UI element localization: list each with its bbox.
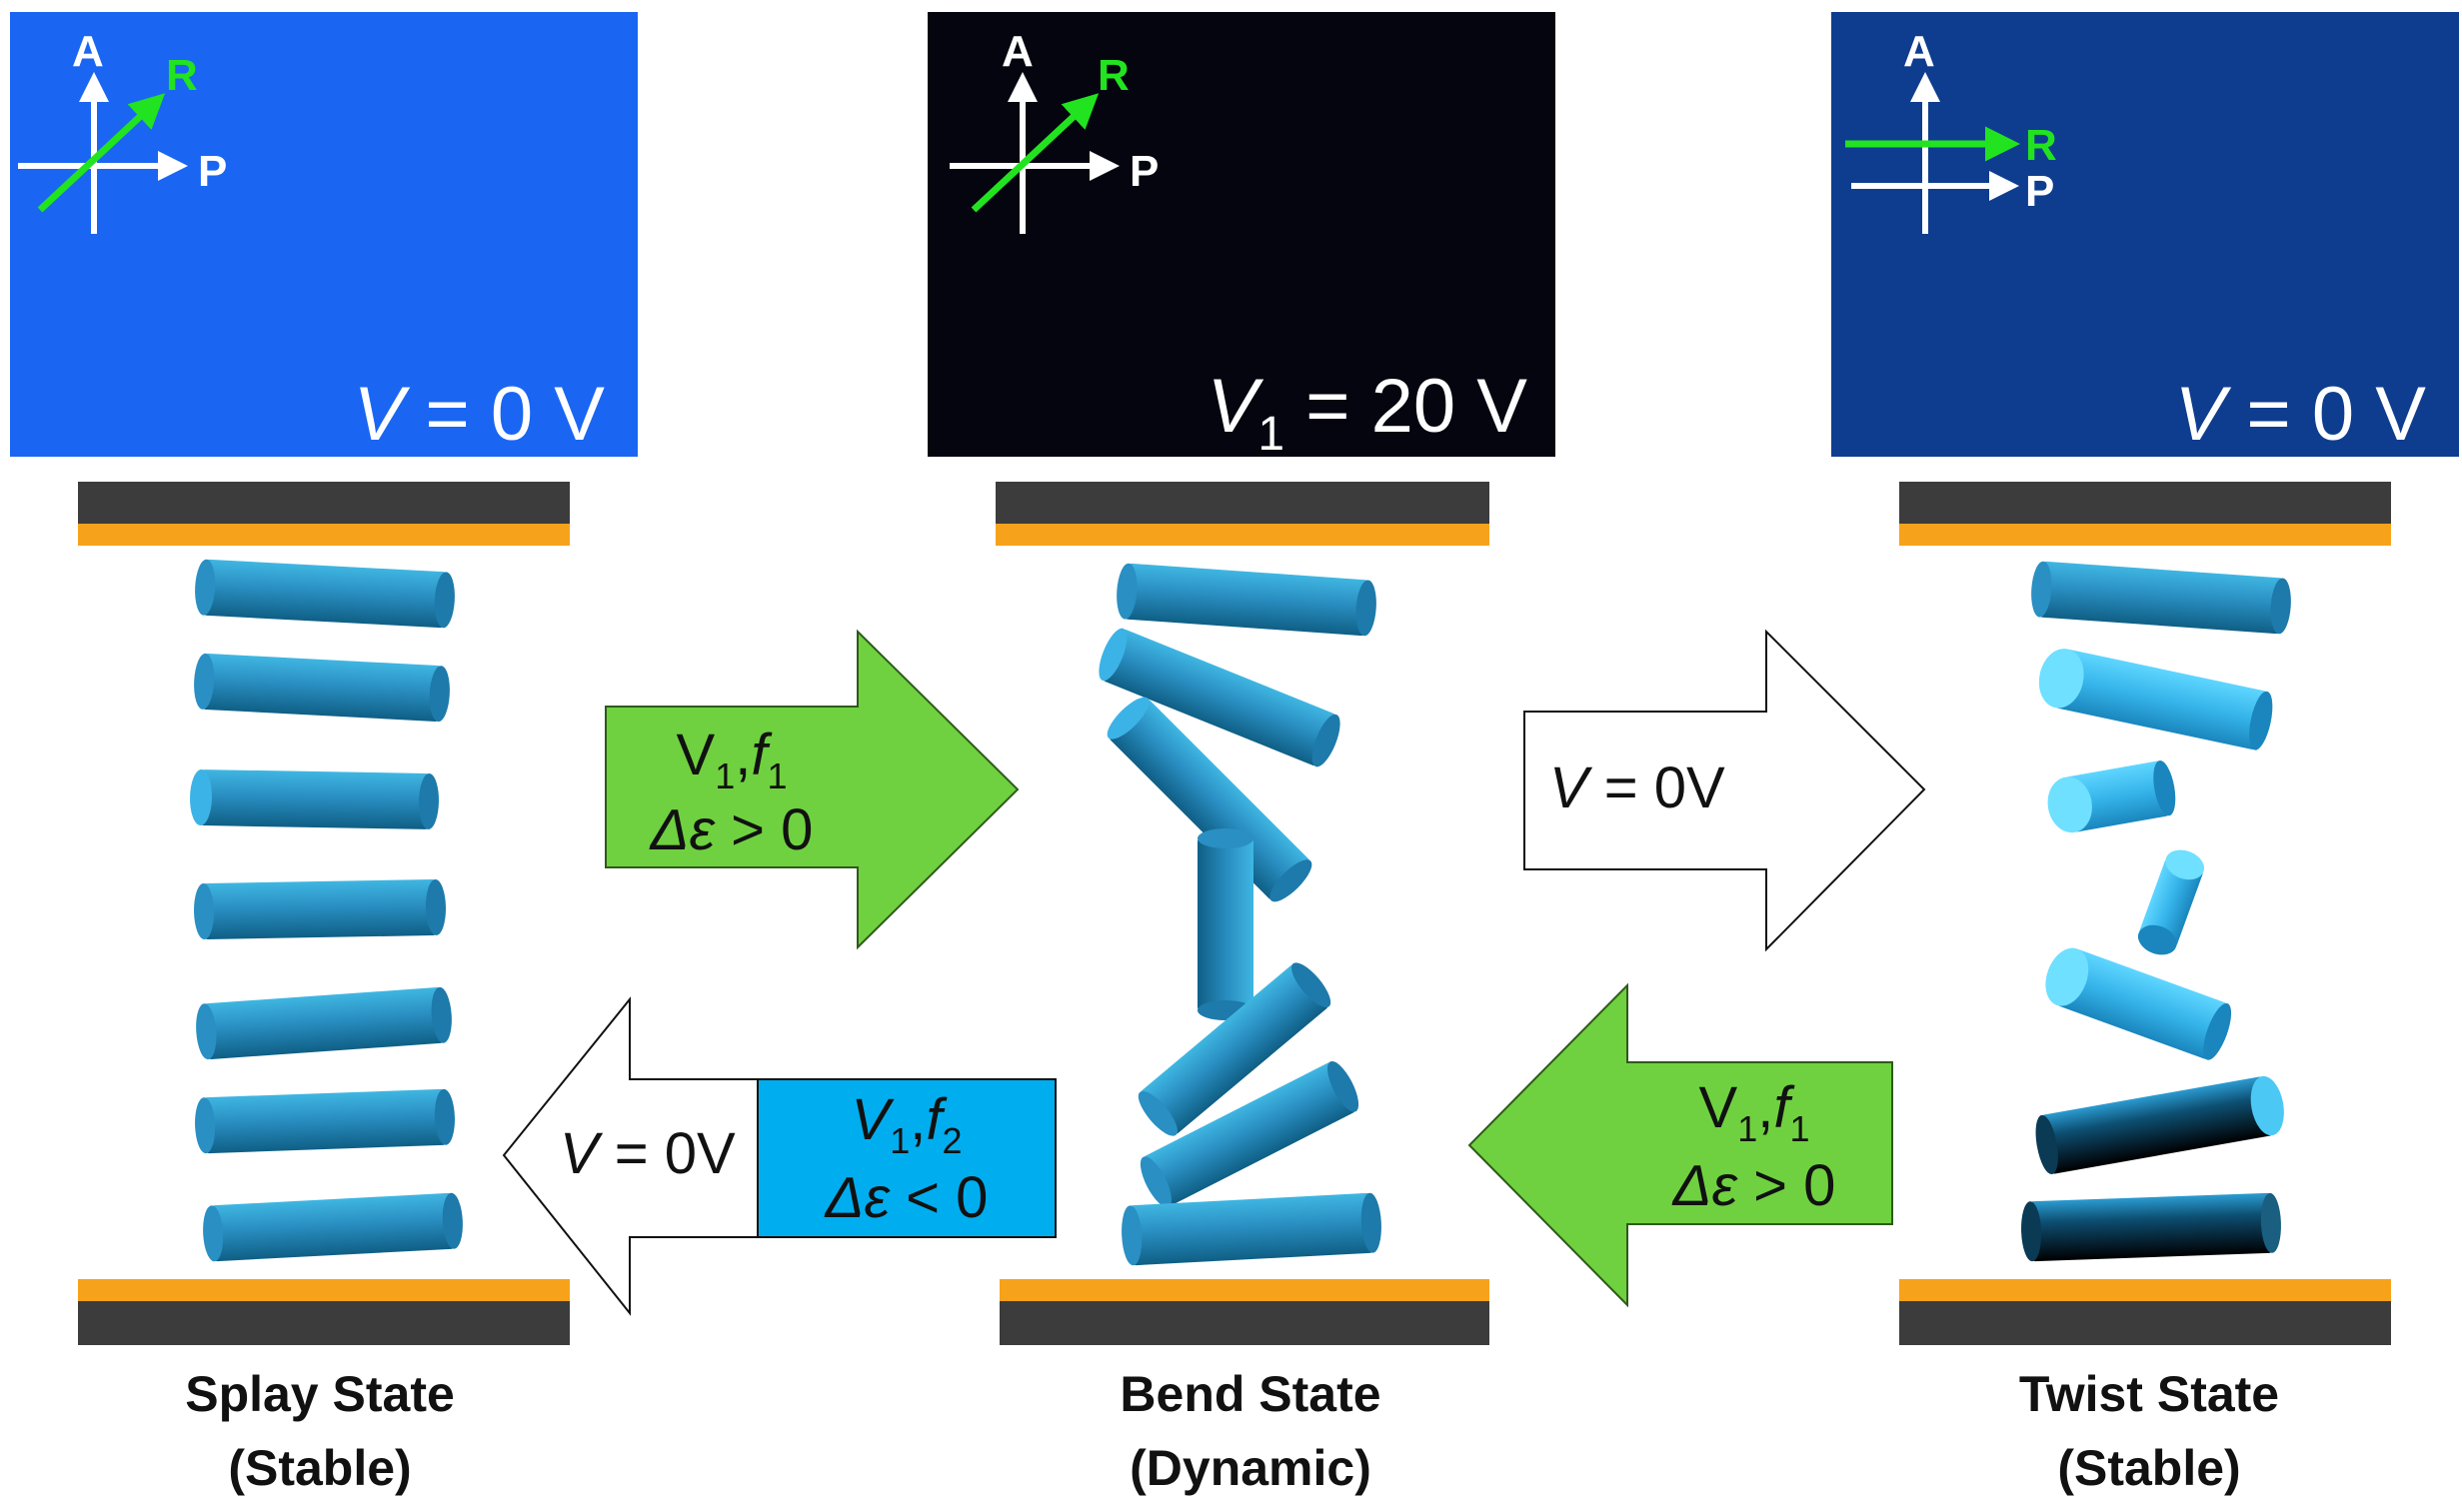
voltage-label: V = 0 V xyxy=(354,372,606,457)
polarizer-axes-icon: A R P xyxy=(1845,27,2057,234)
negative-anisotropy-box xyxy=(757,1078,1057,1238)
top-alignment-layer xyxy=(78,524,570,546)
rubbing-label: R xyxy=(166,51,198,100)
rubbing-label: R xyxy=(1098,51,1130,100)
arrow-twist-to-bend: V1,f1 Δε > 0 xyxy=(1467,982,1893,1308)
state-name: Twist State xyxy=(2019,1366,2279,1422)
lc-molecule-rod xyxy=(194,878,446,940)
cell-twist xyxy=(1899,482,2391,1345)
lc-molecule-rod xyxy=(1107,697,1312,902)
top-electrode xyxy=(996,482,1489,524)
lc-molecule-rod xyxy=(1122,1192,1381,1266)
lc-molecule-rod xyxy=(1099,628,1340,767)
analyzer-label: A xyxy=(1002,27,1034,76)
splay-rods xyxy=(190,559,463,1262)
state-kind: (Stable) xyxy=(228,1440,411,1496)
analyzer-label: A xyxy=(1903,27,1935,76)
arrow-bend-to-twist: V = 0V xyxy=(1523,629,1926,952)
caption-splay: Splay State (Stable) xyxy=(185,1366,455,1496)
bottom-electrode xyxy=(1899,1301,2391,1345)
lc-molecule-rod xyxy=(2137,849,2205,955)
state-kind: (Stable) xyxy=(2057,1440,2240,1496)
lc-molecule-rod xyxy=(1138,962,1331,1136)
arrow-condition-voltage: V = 0V xyxy=(1549,756,1725,820)
lc-molecule-rod xyxy=(2045,947,2232,1060)
voltage-label: V = 0 V xyxy=(2175,372,2427,457)
polarizer-axes-icon: A R P xyxy=(950,27,1159,234)
green-arrow-right xyxy=(605,629,1020,950)
caption-bend: Bend State (Dynamic) xyxy=(1120,1366,1380,1496)
arrow-condition-dielectric: Δε > 0 xyxy=(649,797,814,862)
lc-molecule-rod xyxy=(2047,760,2176,833)
polarizer-label: P xyxy=(1130,147,1159,196)
state-name: Bend State xyxy=(1120,1366,1380,1422)
state-name: Splay State xyxy=(185,1366,455,1422)
arrow-condition-voltage: V1,f1 xyxy=(677,723,788,796)
white-arrow-right xyxy=(1523,629,1926,952)
top-alignment-layer xyxy=(996,524,1489,546)
polarizer-axes-icon: A R P xyxy=(18,27,227,234)
box-condition-dielectric: Δε < 0 xyxy=(824,1165,989,1230)
lc-molecule-rod xyxy=(2035,1075,2284,1175)
polarizer-label: P xyxy=(2025,167,2054,216)
box-condition-voltage: V1,f2 xyxy=(852,1087,963,1161)
lc-molecule-rod xyxy=(1140,1060,1359,1208)
micrograph-splay: A R P V = 0 V xyxy=(10,12,638,457)
voltage-label: V1 = 20 V xyxy=(1208,364,1528,461)
arrow-splay-to-bend: V1,f1 Δε > 0 xyxy=(605,629,1020,950)
arrow-condition-dielectric: Δε > 0 xyxy=(1671,1153,1836,1218)
bottom-alignment-layer xyxy=(1000,1279,1489,1301)
bottom-electrode xyxy=(1000,1301,1489,1345)
lc-molecule-rod xyxy=(190,769,439,829)
micrograph-splay-image xyxy=(10,12,638,457)
bottom-alignment-layer xyxy=(78,1279,570,1301)
lc-molecule-rod xyxy=(2021,1192,2281,1262)
micrograph-twist: A R P V = 0 V xyxy=(1831,12,2459,457)
lc-molecule-rod xyxy=(194,653,450,723)
lc-molecule-rod xyxy=(196,986,452,1060)
top-electrode xyxy=(78,482,570,524)
lc-molecule-rod xyxy=(203,1192,463,1262)
lc-molecule-rod xyxy=(1117,563,1376,637)
twist-rods xyxy=(2021,561,2291,1262)
arrow-condition-voltage: V1,f1 xyxy=(1699,1075,1810,1149)
lc-molecule-rod xyxy=(195,559,455,629)
arrow-bend-to-splay: V = 0V V1,f2 Δε < 0 xyxy=(502,996,1057,1316)
bottom-alignment-layer xyxy=(1899,1279,2391,1301)
analyzer-label: A xyxy=(72,27,104,76)
green-arrow-left xyxy=(1467,982,1893,1308)
bottom-electrode xyxy=(78,1301,570,1345)
lc-molecule-rod xyxy=(2031,561,2291,635)
top-alignment-layer xyxy=(1899,524,2391,546)
arrow-condition-voltage: V = 0V xyxy=(560,1121,736,1186)
lc-molecule-rod xyxy=(2038,649,2273,751)
cell-bend xyxy=(996,482,1489,1345)
state-kind: (Dynamic) xyxy=(1130,1440,1371,1496)
top-electrode xyxy=(1899,482,2391,524)
bend-rods xyxy=(1099,563,1381,1266)
lc-molecule-rod xyxy=(1198,828,1253,1020)
micrograph-bend: A R P V1 = 20 V xyxy=(928,12,1555,461)
lc-molecule-rod xyxy=(195,1088,455,1154)
polarizer-label: P xyxy=(198,147,227,196)
caption-twist: Twist State (Stable) xyxy=(2019,1366,2279,1496)
cell-splay xyxy=(78,482,570,1345)
rubbing-label: R xyxy=(2025,121,2057,170)
